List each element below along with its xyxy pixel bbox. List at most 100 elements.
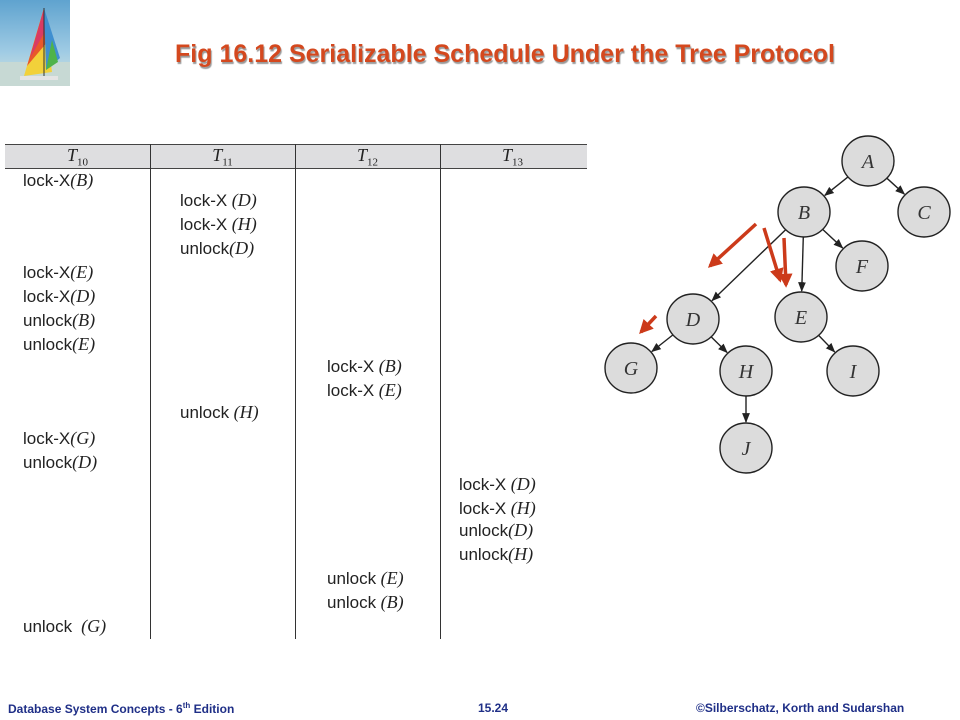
operation-name: lock-X [327,381,375,400]
column-header-t11: T11 [212,145,233,169]
operation-argument: (H) [506,498,536,518]
operation-name: lock-X [180,215,228,234]
operation-argument: (G) [72,616,107,636]
tree-node-b: B [777,186,831,238]
operation-argument: (D) [508,520,534,540]
operation-argument: (H) [508,544,534,564]
operation-argument: (H) [227,214,257,234]
footer-course: Database System Concepts - 6th Edition [8,701,235,716]
schedule-operation: unlock (B) [327,592,404,613]
tree-node-label: B [798,202,810,224]
operation-argument: (E) [72,334,96,354]
tree-node-i: I [826,345,880,397]
tree-edge-b-e [798,236,806,292]
operation-argument: (E) [376,568,404,588]
operation-name: unlock [23,311,73,330]
schedule-operation: lock-X (D) [459,474,536,495]
tree-node-a: A [841,135,895,187]
schedule-operation: unlock(D) [23,452,97,473]
column-divider [440,144,441,639]
schedule-operation: unlock (G) [23,616,106,637]
tree-edge-d-g [651,334,674,353]
column-divider [295,144,296,639]
operation-argument: (B) [376,592,404,612]
tree-edge-d-h [710,336,728,354]
schedule-operation: lock-X (H) [459,498,536,519]
schedule-operation: unlock(B) [23,310,95,331]
column-header-t10: T10 [66,145,88,169]
tree-node-label: J [742,438,752,460]
operation-name: unlock [23,335,73,354]
sailboat-logo [0,0,70,86]
operation-name: lock-X [459,475,507,494]
tree-edge-a-b [824,176,849,197]
operation-argument: (D) [70,286,96,306]
tree-node-label: E [794,307,807,329]
schedule-operation: lock-X (H) [180,214,257,235]
operation-argument: (D) [229,238,255,258]
operation-argument: (B) [374,356,402,376]
schedule-operation: unlock(H) [459,544,533,565]
red-annotation-arrow [762,227,784,283]
operation-name: lock-X [23,263,71,282]
operation-name: lock-X [180,191,228,210]
operation-name: unlock [459,545,509,564]
operation-argument: (E) [70,262,94,282]
red-annotation-arrow [778,237,793,288]
schedule-operation: unlock(D) [459,520,533,541]
schedule-operation: lock-X (B) [327,356,402,377]
tree-node-label: I [849,361,858,383]
tree-node-label: G [624,358,639,380]
schedule-operation: lock-X (E) [327,380,402,401]
operation-name: unlock [180,239,230,258]
operation-name: unlock [23,453,73,472]
operation-argument: (G) [70,428,96,448]
schedule-operation: unlock(E) [23,334,95,355]
schedule-operation: lock-X(B) [23,170,93,191]
tree-edge-b-f [822,228,844,249]
tree-edge-e-i [818,334,836,353]
operation-name: unlock [23,617,73,636]
schedule-operation: lock-X(D) [23,286,95,307]
tree-node-label: F [855,256,869,278]
schedule-operation: unlock (E) [327,568,404,589]
tree-node-label: C [917,202,931,224]
schedule-operation: lock-X(E) [23,262,93,283]
tree-node-j: J [719,422,773,474]
tree-node-label: A [860,151,875,173]
column-header-t13: T13 [501,145,523,169]
operation-argument: (B) [72,310,96,330]
operation-argument: (D) [227,190,257,210]
operation-argument: (E) [374,380,402,400]
tree-node-label: H [738,361,755,383]
schedule-operation: unlock (H) [180,402,259,423]
operation-name: lock-X [23,171,71,190]
column-divider [150,144,151,639]
schedule-operation: lock-X (D) [180,190,257,211]
tree-node-f: F [835,240,889,292]
operation-name: unlock [327,569,377,588]
footer-page-number: 15.24 [478,701,509,715]
operation-name: unlock [327,593,377,612]
red-annotation-arrow [639,314,658,335]
operation-argument: (B) [70,170,94,190]
schedule-operation: lock-X(G) [23,428,95,449]
tree-node-g: G [604,342,658,394]
column-header-t12: T12 [356,145,378,169]
operation-name: lock-X [23,429,71,448]
tree-node-d: D [666,293,720,345]
footer-copyright: ©Silberschatz, Korth and Sudarshan [696,701,905,715]
tree-node-c: C [897,186,951,238]
operation-argument: (D) [72,452,98,472]
tree-diagram: A B C D E F G H I J [604,135,951,474]
operation-name: lock-X [23,287,71,306]
operation-name: lock-X [459,499,507,518]
operation-name: unlock [459,521,509,540]
tree-node-h: H [719,345,773,397]
slide-title: Fig 16.12 Serializable Schedule Under th… [175,40,835,68]
schedule-header [5,144,587,169]
operation-name: lock-X [327,357,375,376]
operation-argument: (H) [229,402,259,422]
schedule-operation: unlock(D) [180,238,254,259]
